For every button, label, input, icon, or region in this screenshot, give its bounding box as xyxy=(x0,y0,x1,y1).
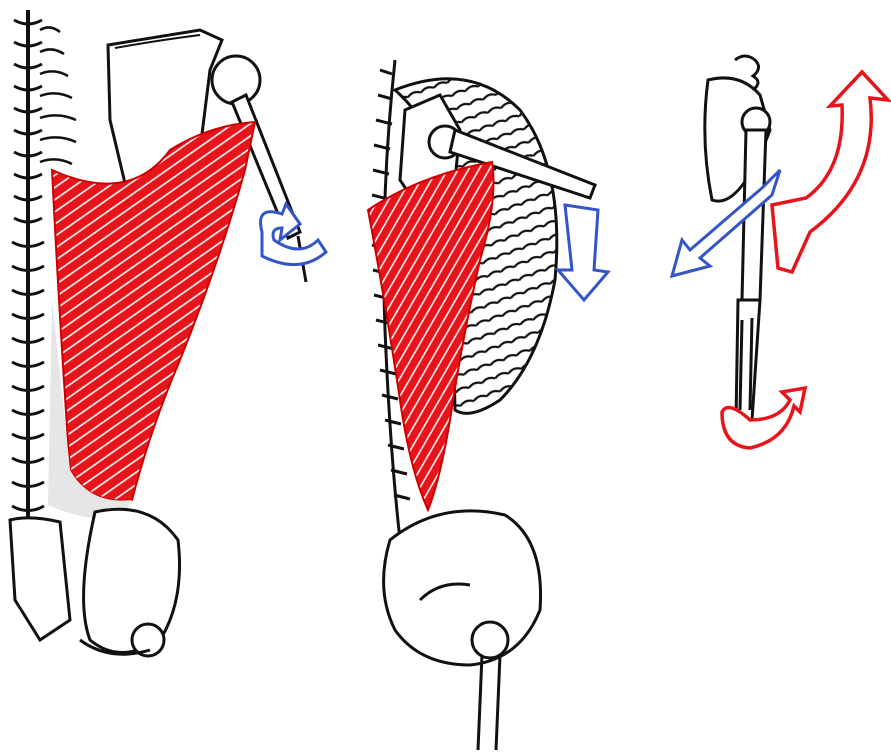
latissimus-dorsi-posterior xyxy=(52,122,255,501)
red-extension-arrow xyxy=(772,72,888,272)
arm-diagram-panel xyxy=(672,56,888,448)
red-rotation-arrow xyxy=(722,388,805,448)
lateral-view-panel xyxy=(368,60,608,750)
pelvis-right xyxy=(384,511,541,750)
blue-down-arrow xyxy=(558,205,608,300)
posterior-view-panel xyxy=(10,10,326,656)
pelvis-left xyxy=(10,509,180,656)
